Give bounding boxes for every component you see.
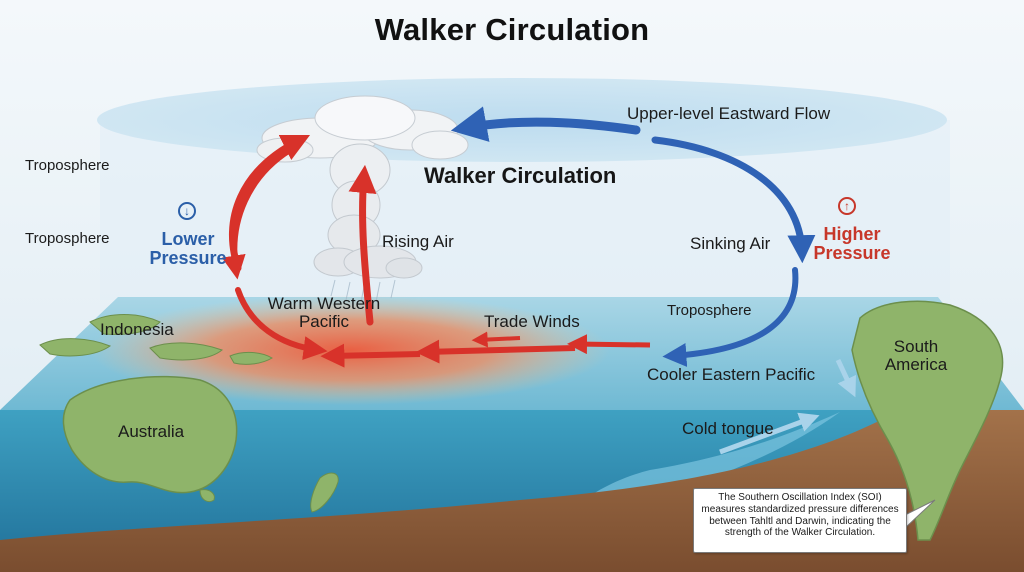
sinking-air-label: Sinking Air xyxy=(690,234,771,253)
diagram-label: Walker Circulation xyxy=(424,163,617,188)
sinking-air-arrow xyxy=(651,136,816,264)
new-zealand xyxy=(310,472,339,513)
australia-landmass xyxy=(62,375,238,494)
upwelling-arrow xyxy=(719,412,820,455)
rising-air-label: Rising Air xyxy=(382,232,454,251)
upper-level-flow-label: Upper-level Eastward Flow xyxy=(627,104,831,123)
rising-air-arrow xyxy=(348,164,377,326)
descending-west-arrow xyxy=(221,147,293,280)
troposphere-label-lower: Troposphere xyxy=(25,230,110,247)
arrow-up-icon: ↑ xyxy=(838,197,856,215)
south-america-landmass xyxy=(851,300,1004,541)
coastal-current-arrow xyxy=(835,358,856,398)
south-america-label: South America xyxy=(884,337,948,374)
australia-label: Australia xyxy=(118,422,185,441)
indonesia-island-2 xyxy=(39,338,112,357)
indonesia-island-3 xyxy=(149,342,223,361)
lower-pressure-label: Lower Pressure xyxy=(149,229,227,268)
page-title: Walker Circulation xyxy=(374,12,650,47)
trade-wind-arrow-3 xyxy=(415,339,576,364)
trade-wind-arrow-2 xyxy=(567,334,651,355)
trade-wind-arrow-1 xyxy=(471,331,521,348)
surface-loop-arrow xyxy=(235,287,328,361)
convective-cloud xyxy=(256,95,469,303)
upper-level-flow-arrow xyxy=(450,106,641,142)
east-surface-arrow xyxy=(662,267,799,367)
warm-pool xyxy=(90,295,610,405)
warm-western-pacific-label: Warm Western Pacific xyxy=(267,294,381,331)
higher-pressure-label: Higher Pressure xyxy=(813,224,891,263)
soi-callout: The Southern Oscillation Index (SOI) mea… xyxy=(693,488,907,553)
indonesia-island-4 xyxy=(229,351,273,365)
indonesia-label: Indonesia xyxy=(100,320,174,339)
indonesia-island-1 xyxy=(89,314,161,335)
troposphere-label-east: Troposphere xyxy=(667,302,752,319)
tasmania xyxy=(199,489,215,503)
arrow-down-icon: ↓ xyxy=(178,202,196,220)
cold-tongue-label: Cold tongue xyxy=(682,419,774,438)
troposphere-label-upper: Troposphere xyxy=(25,157,110,174)
cooler-eastern-pacific-label: Cooler Eastern Pacific xyxy=(647,365,816,384)
trade-wind-arrow-4 xyxy=(320,343,421,368)
trade-winds-label: Trade Winds xyxy=(484,312,580,331)
